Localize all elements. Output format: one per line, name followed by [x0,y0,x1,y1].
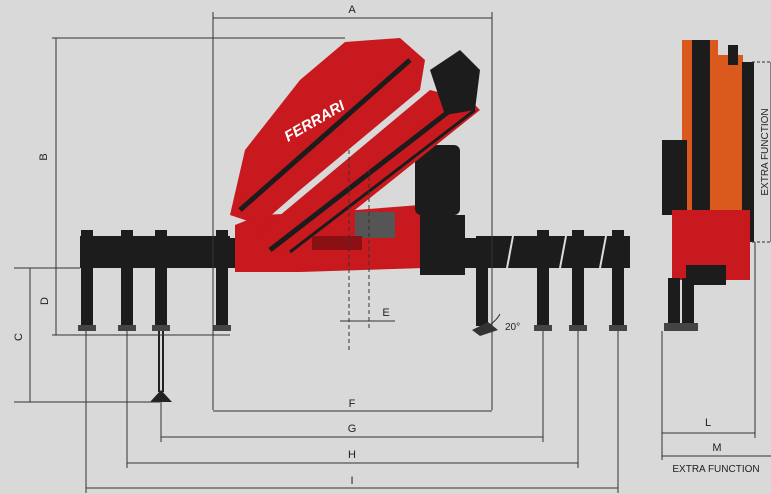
dimension-h: H [126,331,579,468]
leg-right-1 [476,236,488,326]
dimension-i: I [85,331,619,493]
dimension-label-h: H [348,449,356,461]
tilted-foot [472,322,498,336]
stabilizer-legs [78,230,627,402]
angle-label: 20° [505,322,520,333]
dimension-label-d: D [39,297,51,305]
extra-function-side: EXTRA FUNCTION [752,61,771,243]
crane-body: FERRARI [230,38,480,275]
dimension-a: A [212,4,493,410]
extra-function-bottom-label: EXTRA FUNCTION [672,464,759,475]
dimension-label-a: A [348,4,356,16]
leg-right-3 [569,230,587,331]
dimension-m: M EXTRA FUNCTION [662,442,771,475]
dimension-c: C [13,267,160,403]
dimension-f: F [213,398,492,412]
dimension-label-i: I [350,475,353,487]
dimension-label-e: E [382,307,389,319]
dimension-label-f: F [349,398,356,410]
leg-right-2 [534,230,552,331]
side-view-crane [662,40,754,331]
leg-left-4 [213,230,231,331]
lowered-foot [150,390,172,402]
dimension-label-l: L [705,417,711,429]
dimension-label-g: G [348,423,357,435]
dimension-e: E [340,307,395,322]
angle-indicator: 20° [481,313,520,333]
leg-left-3 [152,230,170,331]
leg-left-2 [118,230,136,331]
leg-left-1 [78,230,96,331]
dimension-l: L [661,242,756,460]
dimension-d: D [39,268,230,336]
leg-right-4 [609,230,627,331]
extra-function-side-label: EXTRA FUNCTION [760,108,771,195]
dimension-g: G [160,331,544,442]
dimension-label-c: C [13,333,25,341]
dimension-label-m: M [712,442,721,454]
dimension-label-b: B [38,153,50,160]
